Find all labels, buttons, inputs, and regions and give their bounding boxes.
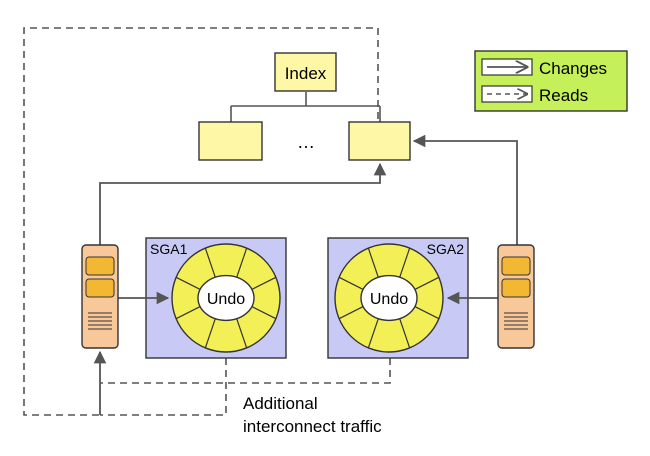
- legend-changes-label: Changes: [539, 59, 607, 78]
- changes-arrow-left: [99, 162, 387, 245]
- ellipsis: …: [297, 132, 315, 152]
- sga1-label: SGA1: [150, 241, 188, 257]
- leaf-block-left: [198, 121, 263, 161]
- index-label: Index: [285, 64, 327, 83]
- caption-line2: interconnect traffic: [243, 417, 382, 436]
- sga2-undo-label: Undo: [370, 291, 408, 308]
- leaf-block-right: [348, 121, 411, 161]
- sga2-label: SGA2: [427, 241, 465, 257]
- dashed-sga1-traffic: [100, 358, 227, 416]
- sga1-undo-ring: [171, 243, 281, 353]
- legend-reads-label: Reads: [539, 86, 588, 105]
- legend: Changes Reads: [474, 50, 628, 112]
- sga1-panel: SGA1 Undo: [145, 237, 287, 359]
- dashed-sga2-traffic: [100, 358, 391, 384]
- changes-arrow-right: [412, 134, 518, 245]
- server-left: [81, 244, 119, 349]
- dashed-read-loop: [23, 27, 379, 416]
- index-node: [274, 52, 337, 92]
- sga2-undo-ring: [334, 243, 444, 353]
- index-tree-lines: [230, 92, 381, 122]
- sga2-panel: SGA2 Undo: [327, 237, 469, 359]
- server-right: [497, 244, 535, 349]
- caption-line1: Additional: [243, 394, 318, 413]
- sga1-undo-label: Undo: [207, 291, 245, 308]
